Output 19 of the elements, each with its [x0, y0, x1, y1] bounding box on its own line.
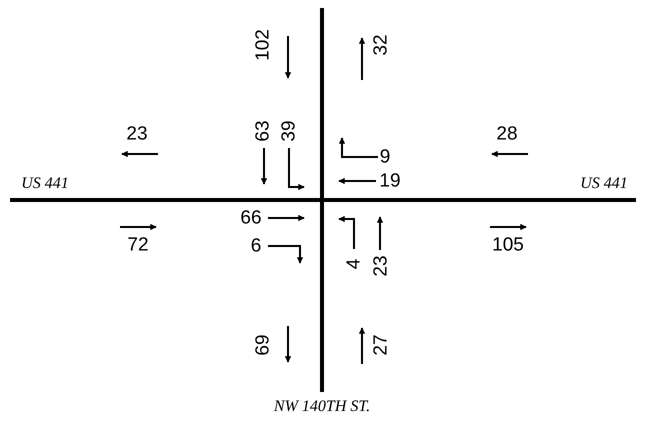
- traffic-count: 102: [254, 29, 272, 61]
- traffic-count: 66: [240, 208, 262, 228]
- traffic-count: 63: [254, 120, 272, 142]
- traffic-count: 19: [379, 172, 401, 190]
- traffic-count: 39: [280, 120, 298, 142]
- traffic-count: 4: [344, 258, 364, 270]
- traffic-count: 27: [372, 334, 390, 356]
- traffic-count: 9: [380, 148, 390, 166]
- traffic-count: 6: [250, 236, 262, 256]
- traffic-count: 72: [127, 236, 149, 254]
- street-name: US 441: [580, 176, 628, 192]
- traffic-count: 69: [254, 334, 272, 356]
- traffic-count: 28: [496, 124, 518, 144]
- traffic-count: 105: [492, 236, 524, 254]
- traffic-count: 23: [126, 124, 148, 144]
- traffic-count: 23: [372, 255, 390, 277]
- traffic-count: 32: [372, 34, 390, 56]
- street-name: NW 140TH ST.: [274, 399, 370, 415]
- street-name: US 441: [21, 176, 69, 192]
